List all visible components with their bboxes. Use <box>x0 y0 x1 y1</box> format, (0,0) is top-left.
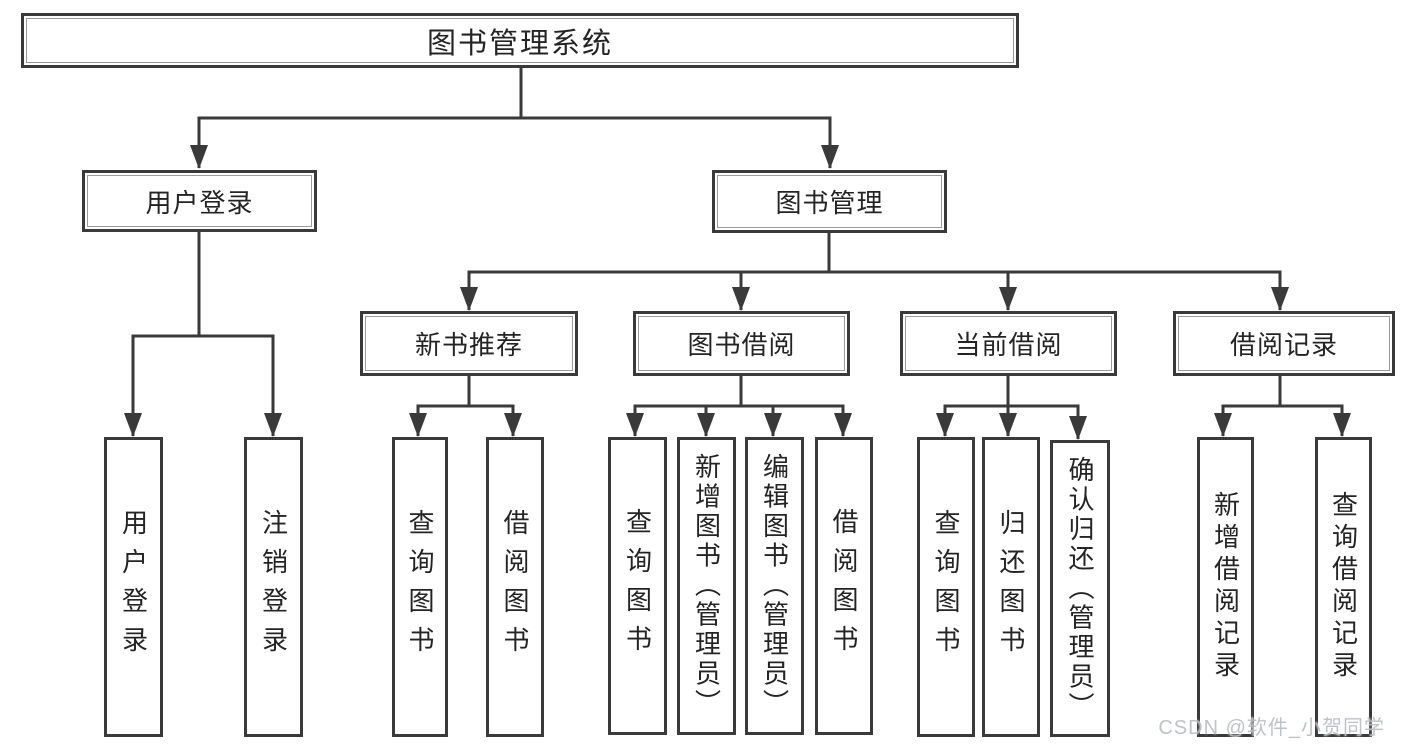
leaf-label: 编辑图书（管理员） <box>759 453 790 719</box>
leaf-add-book-admin: 新增图书（管理员） <box>677 437 736 735</box>
node-new-book-recommend: 新书推荐 <box>360 311 578 376</box>
leaf-label: 借阅图书 <box>500 509 530 665</box>
leaf-label: 查询图书 <box>931 509 961 665</box>
leaf-label: 用户登录 <box>118 509 149 665</box>
node-user-login-branch: 用户登录 <box>82 170 317 232</box>
connector-arrows <box>124 118 1351 440</box>
leaf-edit-book-admin: 编辑图书（管理员） <box>745 437 804 735</box>
leaf-borrow-query-book: 查询图书 <box>608 437 667 735</box>
leaf-label: 新增借阅记录 <box>1210 491 1241 683</box>
leaf-return-book: 归还图书 <box>982 437 1040 737</box>
leaf-current-query-book: 查询图书 <box>917 437 975 737</box>
leaf-label: 注销登录 <box>258 509 289 665</box>
node-label: 用户登录 <box>145 187 254 218</box>
connector-bus <box>131 68 1344 408</box>
leaf-label: 查询图书 <box>405 509 435 665</box>
leaf-confirm-return-admin: 确认归还（管理员） <box>1050 440 1110 737</box>
leaf-label: 确认归还（管理员） <box>1065 455 1095 722</box>
leaf-user-login: 用户登录 <box>104 437 163 737</box>
node-label: 借阅记录 <box>1229 330 1338 360</box>
leaf-add-borrow-record: 新增借阅记录 <box>1197 437 1254 737</box>
leaf-label: 新增图书（管理员） <box>691 453 722 719</box>
node-label: 图书管理 <box>775 188 884 218</box>
csdn-watermark: CSDN @软件_小贺同学 <box>1158 717 1385 739</box>
leaf-logout: 注销登录 <box>244 437 303 737</box>
leaf-query-borrow-record: 查询借阅记录 <box>1315 437 1372 737</box>
leaf-recommend-query-book: 查询图书 <box>392 437 448 737</box>
leaf-label: 查询借阅记录 <box>1328 491 1359 683</box>
leaf-label: 查询图书 <box>622 508 653 664</box>
node-borrow-records: 借阅记录 <box>1173 311 1395 376</box>
node-root: 图书管理系统 <box>21 13 1019 68</box>
leaf-borrow-book: 借阅图书 <box>815 437 873 735</box>
node-book-management: 图书管理 <box>712 170 947 233</box>
node-current-borrow: 当前借阅 <box>900 311 1117 376</box>
node-label: 当前借阅 <box>954 330 1063 360</box>
node-label: 新书推荐 <box>414 330 523 360</box>
leaf-recommend-borrow-book: 借阅图书 <box>486 437 544 737</box>
leaf-label: 借阅图书 <box>829 508 859 664</box>
node-label: 图书借阅 <box>687 330 796 360</box>
node-book-borrow: 图书借阅 <box>633 311 850 376</box>
node-root-label: 图书管理系统 <box>426 27 613 60</box>
leaf-label: 归还图书 <box>996 509 1026 665</box>
